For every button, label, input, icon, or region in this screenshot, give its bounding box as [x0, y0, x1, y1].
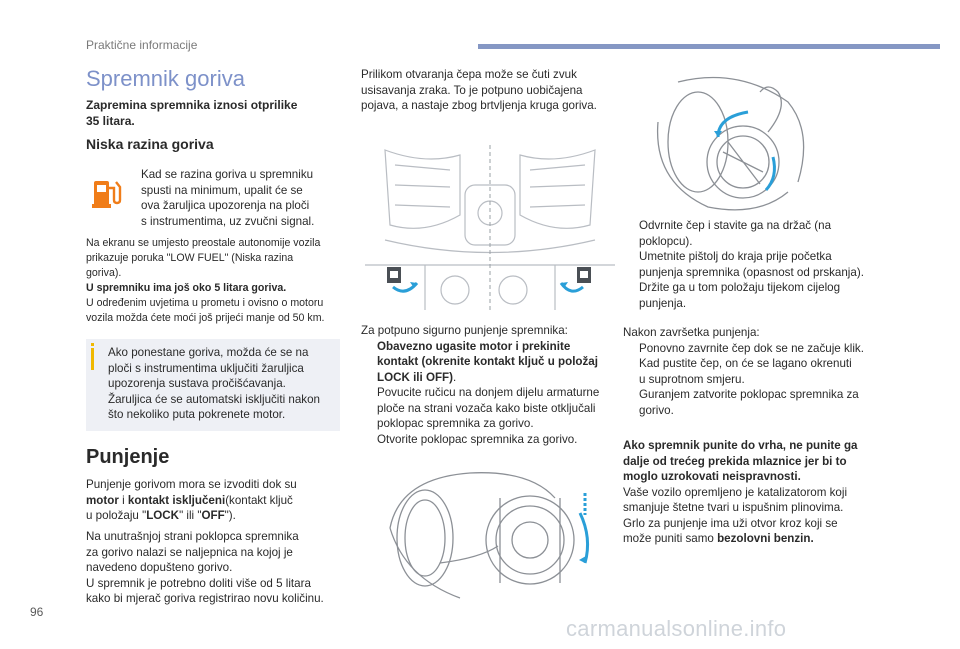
- fuel-flap-illustration: [380, 468, 595, 618]
- capacity-line-1: Zapremina spremnika iznosi otprilike: [86, 98, 298, 112]
- step-line: Povucite ručicu na donjem dijelu armatur…: [377, 386, 600, 399]
- step-line: LOCK ili OFF).: [377, 370, 457, 384]
- step-insert-nozzle: Umetnite pištolj do kraja prije početka …: [623, 249, 864, 280]
- header-rule: [478, 44, 940, 49]
- warning-line: smanjuje štetne tvari u ispušnim plinovi…: [623, 501, 844, 514]
- step-line: punjenja.: [639, 296, 687, 310]
- refuel-heading: Punjenje: [86, 446, 170, 468]
- step-unscrew-cap: Odvrnite čep i stavite ga na držač (na p…: [623, 218, 864, 249]
- refuel-line: motor i kontakt isključeni(kontakt ključ: [86, 493, 293, 507]
- low-fuel-heading: Niska razina goriva: [86, 136, 214, 152]
- screen-message-text: Na ekranu se umjesto preostale autonomij…: [86, 236, 324, 326]
- refuel-line: Punjenje gorivom mora se izvoditi dok su: [86, 478, 297, 491]
- page-title: Spremnik goriva: [86, 66, 245, 91]
- refuel-line: navedeno dopušteno gorivo.: [86, 561, 233, 574]
- warning-line: Vaše vozilo opremljeno je katalizatorom …: [623, 485, 848, 499]
- reserve-line: vozila možda ćete moći još prijeći manje…: [86, 312, 325, 324]
- low-fuel-line: Kad se razina goriva u spremniku: [141, 168, 314, 181]
- capacity-text: Zapremina spremnika iznosi otprilike 35 …: [86, 97, 297, 129]
- reserve-line: U određenim uvjetima u prometu i ovisno …: [86, 297, 324, 309]
- info-line: Žaruljica će se automatski isključiti na…: [108, 392, 320, 406]
- capacity-line-2: 35 litara.: [86, 114, 135, 128]
- watermark: carmanualsonline.info: [566, 616, 787, 641]
- step-line: punjenja spremnika (opasnost od prskanja…: [639, 265, 864, 279]
- screen-msg-line: goriva).: [86, 267, 122, 279]
- dashboard-lever-illustration: [365, 145, 615, 310]
- safe-refuel-instructions: Za potpuno sigurno punjenje spremnika: O…: [361, 323, 599, 447]
- warning-line: Grlo za punjenje ima uži otvor kroz koji…: [623, 516, 838, 530]
- warning-line: Ako spremnik punite do vrha, ne punite g…: [623, 439, 858, 452]
- step-line: Umetnite pištolj do kraja prije početka: [639, 250, 832, 263]
- info-line: upozorenja sustava pročišćavanja.: [108, 377, 286, 390]
- step-line: Ponovno zavrnite čep dok se ne začuje kl…: [639, 341, 864, 355]
- overfill-warning: Ako spremnik punite do vrha, ne punite g…: [623, 438, 858, 547]
- info-icon-bar: [91, 348, 94, 370]
- low-fuel-text: Kad se razina goriva u spremniku spusti …: [141, 167, 314, 229]
- step-hold-position: Držite ga u tom položaju tijekom cijelog…: [623, 280, 864, 311]
- step-line: ploče na strani vozača kako biste otklju…: [377, 401, 596, 415]
- section-label: Praktične informacije: [86, 38, 198, 52]
- refuel-line: za gorivo nalazi se naljepnica na kojoj …: [86, 545, 293, 559]
- screen-msg-line: Na ekranu se umjesto preostale autonomij…: [86, 237, 321, 249]
- after-refuel-intro: Nakon završetka punjenja:: [623, 326, 760, 339]
- reserve-bold: U spremniku ima još oko 5 litara goriva.: [86, 282, 287, 294]
- step-line: u suprotnom smjeru.: [639, 372, 745, 386]
- fuel-pump-warning-icon: [91, 176, 123, 210]
- safe-refuel-intro: Za potpuno sigurno punjenje spremnika:: [361, 324, 568, 337]
- intro-line: pojava, a nastaje zbog brtvljenja kruga …: [361, 99, 597, 112]
- refuel-line: kako bi mjerač goriva registrirao novu k…: [86, 592, 324, 605]
- step-2: Povucite ručicu na donjem dijelu armatur…: [361, 385, 599, 432]
- refuel-line: u položaju "LOCK" ili "OFF").: [86, 509, 236, 522]
- refuel-paragraph-2: Na unutrašnjoj strani poklopca spremnika…: [86, 529, 324, 607]
- step-3: Otvorite poklopac spremnika za gorivo.: [361, 432, 599, 448]
- cap-steps: Odvrnite čep i stavite ga na držač (na p…: [623, 218, 864, 311]
- step-screw-cap: Ponovno zavrnite čep dok se ne začuje kl…: [623, 341, 864, 388]
- step-line: Kad pustite čep, on će se lagano okrenut…: [639, 357, 852, 370]
- after-refuel-steps: Nakon završetka punjenja: Ponovno zavrni…: [623, 325, 864, 418]
- info-box: Ako ponestane goriva, možda će se na plo…: [86, 339, 340, 431]
- step-line: Odvrnite čep i stavite ga na držač (na: [639, 219, 832, 232]
- low-fuel-line: s instrumentima, uz zvučni signal.: [141, 214, 315, 228]
- fuel-cap-holder-illustration: [648, 72, 818, 217]
- warning-line: dalje od trećeg prekida mlaznice jer bi …: [623, 454, 847, 468]
- screen-msg-line: prikazuje poruka "LOW FUEL" (Niska razin…: [86, 252, 294, 264]
- step-line: gorivo.: [639, 403, 674, 417]
- intro-line: Prilikom otvaranja čepa može se čuti zvu…: [361, 68, 577, 81]
- low-fuel-line: spusti na minimum, upalit će se: [141, 183, 303, 197]
- page-number: 96: [30, 605, 44, 619]
- info-line: Ako ponestane goriva, možda će se na: [108, 346, 309, 359]
- info-line: što nekoliko puta pokrenete motor.: [108, 408, 286, 421]
- info-icon: [91, 343, 94, 346]
- low-fuel-line: ova žaruljica upozorenja na ploči: [141, 199, 310, 212]
- step-line: Otvorite poklopac spremnika za gorivo.: [377, 432, 578, 446]
- step-line: Obavezno ugasite motor i prekinite: [377, 339, 571, 353]
- info-line: ploči s instrumentima uključiti žaruljic…: [108, 361, 304, 375]
- step-line: poklopac spremnika za gorivo.: [377, 417, 534, 430]
- step-line: Držite ga u tom položaju tijekom cijelog: [639, 281, 841, 294]
- warning-line: moglo uzrokovati neispravnosti.: [623, 470, 801, 483]
- refuel-line: U spremnik je potrebno doliti više od 5 …: [86, 576, 311, 590]
- intro-line: usisavanja zraka. To je potpuno uobičaje…: [361, 83, 583, 97]
- info-box-text: Ako ponestane goriva, možda će se na plo…: [108, 345, 320, 423]
- air-intake-text: Prilikom otvaranja čepa može se čuti zvu…: [361, 67, 597, 114]
- step-line: poklopcu).: [639, 234, 693, 248]
- warning-line: može puniti samo bezolovni benzin.: [623, 532, 814, 545]
- step-close-flap: Guranjem zatvorite poklopac spremnika za…: [623, 387, 864, 418]
- refuel-paragraph-1: Punjenje gorivom mora se izvoditi dok su…: [86, 477, 297, 524]
- step-line: Guranjem zatvorite poklopac spremnika za: [639, 388, 859, 401]
- step-1: Obavezno ugasite motor i prekinite konta…: [361, 339, 599, 386]
- step-line: kontakt (okrenite kontakt ključ u položa…: [377, 355, 598, 368]
- refuel-line: Na unutrašnjoj strani poklopca spremnika: [86, 530, 299, 543]
